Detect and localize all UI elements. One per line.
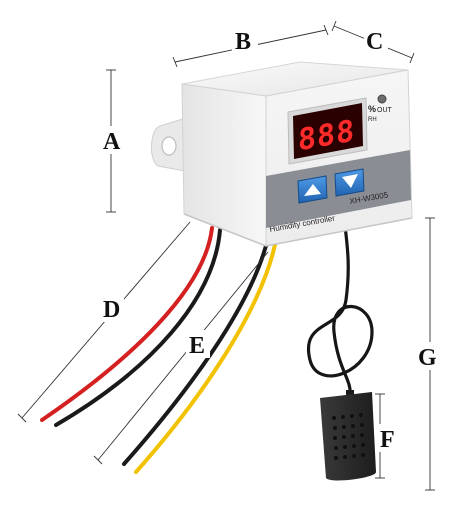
out-led bbox=[377, 94, 387, 104]
red-wire bbox=[40, 226, 214, 422]
sensor-vents bbox=[332, 413, 365, 460]
down-button[interactable] bbox=[334, 168, 365, 197]
power-wires bbox=[40, 226, 222, 427]
black-signal-wire bbox=[122, 236, 270, 466]
humidity-sensor bbox=[320, 390, 376, 481]
up-button[interactable] bbox=[297, 175, 328, 204]
label-backdrops bbox=[100, 26, 442, 452]
dim-line-e bbox=[97, 251, 269, 461]
dim-label-c: C bbox=[366, 29, 383, 55]
housing-side bbox=[181, 83, 267, 247]
black-power-wire bbox=[54, 228, 222, 427]
unit-rh: RH bbox=[368, 117, 377, 123]
dim-label-d: D bbox=[103, 297, 120, 323]
dim-label-g: G bbox=[418, 345, 437, 371]
housing-bottom-edge bbox=[183, 213, 413, 247]
unit-percent: % bbox=[368, 104, 376, 114]
up-arrow-icon bbox=[304, 184, 321, 196]
out-label: OUT bbox=[377, 107, 393, 114]
dim-label-a: A bbox=[103, 129, 121, 155]
sensor-cable bbox=[306, 224, 374, 397]
dim-label-b: B bbox=[235, 29, 251, 55]
signal-wires bbox=[122, 236, 278, 474]
yellow-wire bbox=[134, 238, 278, 474]
display-window bbox=[293, 103, 363, 159]
controller-housing: 888 % RH OUT Humidity controller XH-W300… bbox=[151, 61, 413, 247]
mounting-hole bbox=[161, 136, 177, 156]
dim-label-f: F bbox=[380, 427, 395, 453]
dim-label-e: E bbox=[189, 333, 205, 359]
down-arrow-icon bbox=[342, 174, 358, 188]
sensor-body bbox=[320, 392, 376, 481]
